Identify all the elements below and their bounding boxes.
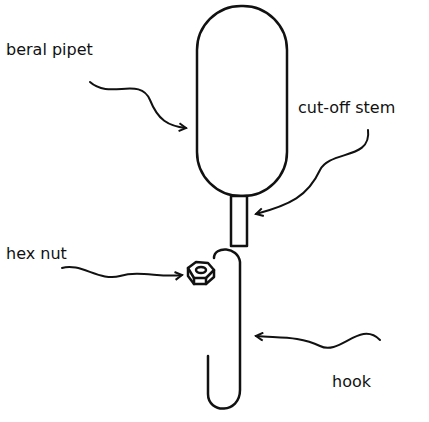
part-label: beral pipet bbox=[6, 40, 93, 59]
part-label: hook bbox=[332, 372, 371, 391]
hex-nut bbox=[188, 262, 214, 284]
pipet-bulb bbox=[197, 6, 287, 196]
leader-line bbox=[256, 130, 368, 214]
leader-line bbox=[90, 82, 186, 128]
part-label: cut-off stem bbox=[298, 98, 395, 117]
part-label: hex nut bbox=[6, 244, 67, 263]
leader-line bbox=[62, 267, 182, 277]
pipet-stem bbox=[231, 196, 247, 246]
leader-line bbox=[256, 334, 380, 348]
